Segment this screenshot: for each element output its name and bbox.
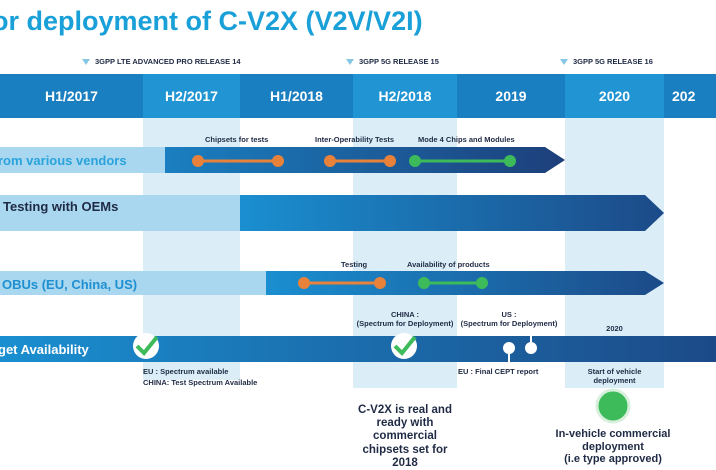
column-h2-2018: H2/2018 (353, 74, 457, 118)
vehicle-deployment-note: Start of vehicle deployment (565, 367, 664, 385)
milestone-dot (409, 155, 421, 167)
china-test-note: CHINA: Test Spectrum Available (143, 378, 258, 387)
column-label: H1/2017 (45, 88, 98, 104)
release-marker-14: 3GPP LTE ADVANCED PRO RELEASE 14 (82, 57, 241, 66)
release-label: 3GPP 5G RELEASE 16 (573, 57, 653, 66)
note-line: Start of vehicle (587, 367, 642, 376)
column-label: H1/2018 (270, 88, 323, 104)
column-label: H2/2017 (165, 88, 218, 104)
eu-spectrum-note: EU : Spectrum available (143, 367, 229, 376)
milestone-dot (272, 155, 284, 167)
row-spectrum-bar (0, 336, 716, 362)
release-marker-16: 3GPP 5G RELEASE 16 (560, 57, 653, 66)
deployment-circle-icon (595, 388, 631, 424)
milestone-dot (384, 155, 396, 167)
row-label-obu: OBUs (EU, China, US) (2, 277, 138, 292)
callout-line: (i.e type approved) (564, 453, 662, 466)
cv2x-callout: C-V2X is real and ready with commercial … (347, 404, 463, 470)
callout-line: 2018 (392, 456, 418, 469)
release-marker-15: 3GPP 5G RELEASE 15 (346, 57, 439, 66)
milestone-label: Chipsets for tests (205, 135, 269, 144)
note-line: (Spectrum for Deployment) (460, 319, 558, 328)
milestone-dot (324, 155, 336, 167)
milestone-dot (374, 277, 386, 289)
row-label-spectrum: get Availability (0, 342, 89, 357)
milestone-dot (476, 277, 488, 289)
triangle-marker-icon (346, 59, 354, 66)
column-label: 2020 (598, 88, 631, 104)
column-h1-2018: H1/2018 (240, 74, 353, 118)
callout-line: ready with (376, 417, 434, 430)
row-obu-light (0, 271, 266, 295)
milestone-dot (504, 155, 516, 167)
row-oem-light (0, 195, 240, 231)
eu-cept-note: EU : Final CEPT report (458, 367, 539, 376)
column-2020: 2020 (565, 74, 664, 118)
triangle-marker-icon (82, 59, 90, 66)
milestone-label: Mode 4 Chips and Modules (418, 135, 515, 144)
callout-line: commercial (373, 430, 437, 443)
row-label-oem: Testing with OEMs (3, 199, 119, 214)
note-line: (Spectrum for Deployment) (356, 319, 454, 328)
pin-icon (525, 342, 537, 354)
row-chipsets-light (0, 147, 165, 173)
triangle-marker-icon (560, 59, 568, 66)
year-2020-note: 2020 (606, 324, 623, 333)
us-spectrum-note: US : (Spectrum for Deployment) (457, 310, 561, 328)
column-label: 202 (672, 88, 696, 104)
column-2019: 2019 (457, 74, 565, 118)
milestone-dot (298, 277, 310, 289)
invehicle-callout: In-vehicle commercial deployment (i.e ty… (548, 428, 678, 466)
pin-icon (503, 342, 515, 354)
column-h1-2017: H1/2017 (0, 74, 143, 118)
note-line: deployment (593, 376, 636, 385)
checkmark-icon (393, 335, 417, 356)
column-2021: 202 (664, 74, 716, 118)
column-label: 2019 (495, 88, 527, 104)
milestone-label: Inter-Operability Tests (315, 135, 395, 144)
row-oem-arrow (240, 195, 664, 231)
milestone-label: Testing (341, 260, 368, 269)
column-h2-2017: H2/2017 (143, 74, 240, 118)
callout-line: chipsets set for (362, 443, 448, 456)
callout-line: deployment (582, 440, 644, 453)
row-label-chipsets: rom various vendors (0, 153, 127, 168)
note-line: US : (501, 310, 517, 319)
china-spectrum-note: CHINA : (Spectrum for Deployment) (355, 310, 455, 328)
milestone-dot (192, 155, 204, 167)
callout-line: In-vehicle commercial (555, 428, 671, 440)
milestone-label: Availability of products (407, 260, 490, 269)
column-label: H2/2018 (378, 88, 432, 104)
callout-line: C-V2X is real and (358, 404, 452, 416)
milestone-dot (418, 277, 430, 289)
note-line: CHINA : (390, 310, 420, 319)
release-label: 3GPP 5G RELEASE 15 (359, 57, 439, 66)
page-title: or deployment of C-V2X (V2V/V2I) (0, 6, 423, 36)
release-label: 3GPP LTE ADVANCED PRO RELEASE 14 (95, 57, 241, 66)
checkmark-icon (135, 335, 159, 356)
